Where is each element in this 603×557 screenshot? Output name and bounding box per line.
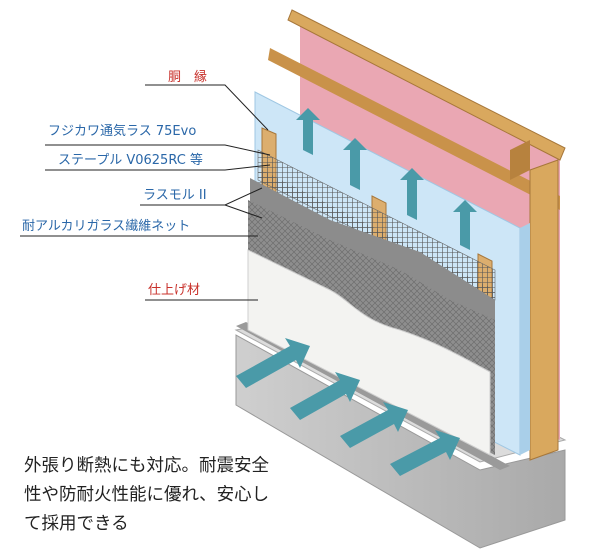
wood-stud-front (268, 48, 560, 210)
label-furring-strip: 胴 縁 (168, 70, 208, 85)
label-fiber-net: 耐アルカリガラス繊維ネット (22, 219, 191, 234)
finish-coat (247, 249, 491, 456)
caption-line-2: 性や防耐火性能に優れ、安心し (24, 485, 270, 505)
top-beam (287, 9, 566, 161)
label-finish: 仕上げ材 (148, 283, 201, 298)
wood-post-2 (510, 140, 530, 180)
wood-post (529, 159, 559, 461)
leader-lines (20, 84, 271, 301)
foundation (235, 334, 566, 549)
caption-line-1: 外張り断熱にも対応。耐震安全 (24, 456, 269, 476)
label-lath-mortar: ラスモル II (143, 188, 207, 203)
ventilation-arrows (296, 108, 477, 250)
caption-line-3: て採用できる (24, 514, 129, 534)
intake-arrows (236, 338, 460, 476)
label-staple: ステープル V0625RC 等 (58, 153, 203, 168)
caption: 外張り断熱にも対応。耐震安全 性や防耐火性能に優れ、安心し て採用できる (24, 452, 314, 539)
label-lath: フジカワ通気ラス 75Evo (48, 124, 197, 139)
insulation-board-side (520, 223, 530, 455)
